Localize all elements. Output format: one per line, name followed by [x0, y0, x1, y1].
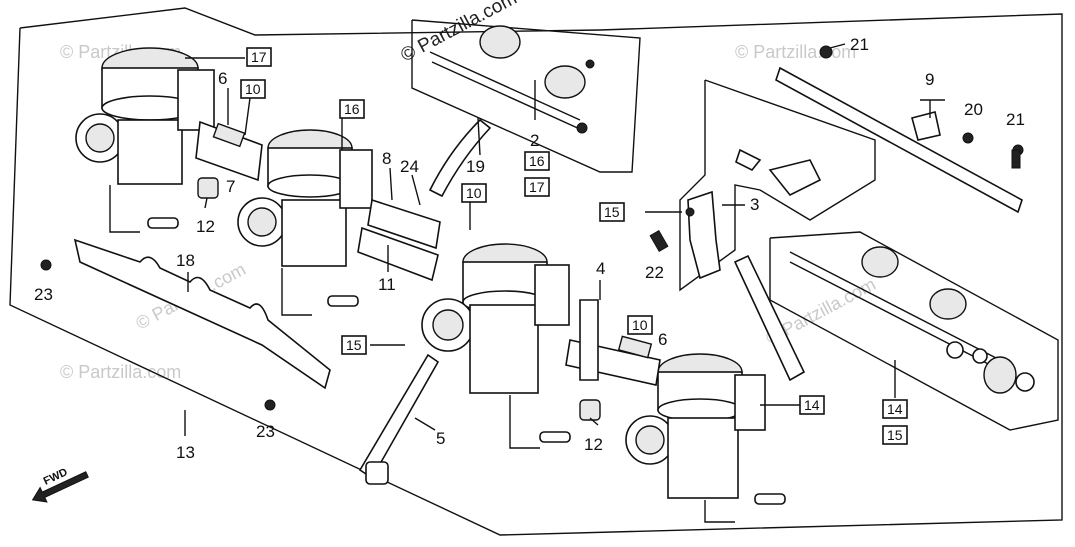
throttle-lever-outline [679, 79, 876, 292]
small-parts [147, 118, 786, 505]
label-12-left: 12 [196, 217, 215, 236]
boxed-label-14-carb: 14 [799, 395, 825, 415]
svg-text:15: 15 [604, 204, 620, 220]
boxed-label-10-mid: 10 [461, 183, 487, 203]
boxed-label-16-right: 16 [524, 151, 550, 171]
svg-text:14: 14 [804, 397, 820, 413]
svg-text:16: 16 [344, 101, 360, 117]
right-linkage-plate [789, 246, 1035, 394]
boxed-label-15-right: 15 [882, 425, 908, 445]
carburetor-3 [421, 243, 570, 449]
label-20: 20 [964, 100, 983, 119]
svg-text:16: 16 [529, 153, 545, 169]
boxed-label-15-top: 15 [599, 202, 625, 222]
label-22: 22 [645, 263, 664, 282]
boxed-label-16-left: 16 [339, 99, 365, 119]
label-13: 13 [176, 443, 195, 462]
svg-text:15: 15 [346, 337, 362, 353]
label-11: 11 [378, 275, 396, 294]
boxed-label-10-top: 10 [240, 79, 266, 99]
svg-text:10: 10 [245, 81, 261, 97]
label-6-bottom: 6 [658, 330, 667, 349]
label-7: 7 [226, 177, 235, 196]
svg-text:14: 14 [887, 401, 903, 417]
carburetor-2 [237, 129, 373, 316]
label-24: 24 [400, 157, 419, 176]
label-9: 9 [925, 70, 934, 89]
label-23-left: 23 [34, 285, 53, 304]
svg-text:17: 17 [529, 179, 545, 195]
label-5: 5 [436, 429, 445, 448]
label-21-right: 21 [1006, 110, 1025, 129]
svg-text:10: 10 [466, 185, 482, 201]
label-18: 18 [176, 251, 195, 270]
label-8: 8 [382, 149, 391, 168]
carburetor-4 [625, 353, 766, 523]
linkage-bar-right [775, 45, 1024, 214]
watermark-bottom-left: © Partzilla.com [60, 362, 181, 382]
assembly-outline [9, 7, 1063, 536]
label-2: 2 [530, 131, 539, 150]
svg-text:17: 17 [251, 49, 267, 65]
link-rod [733, 254, 806, 382]
boxed-label-15-left: 15 [341, 335, 367, 355]
linkage-bar-upper [429, 25, 595, 134]
throttle-lever [685, 148, 822, 280]
label-12-right: 12 [584, 435, 603, 454]
label-19: 19 [466, 157, 485, 176]
svg-text:10: 10 [632, 317, 648, 333]
watermark-top-right: © Partzilla.com [735, 42, 856, 62]
label-21-top: 21 [850, 35, 869, 54]
linkage-group-outline [411, 19, 641, 173]
label-23-bottom: 23 [256, 422, 275, 441]
label-6-top: 6 [218, 69, 227, 88]
bolts [40, 149, 1021, 411]
label-4: 4 [596, 259, 605, 278]
label-3: 3 [750, 195, 759, 214]
boxed-label-10-bottom: 10 [627, 315, 653, 335]
fuel-bracket [73, 238, 331, 390]
boxed-label-17-top: 17 [246, 47, 272, 67]
boxed-label-17-right: 17 [524, 177, 550, 197]
svg-text:15: 15 [887, 427, 903, 443]
connector-plates [195, 120, 661, 386]
boxed-label-14-right: 14 [882, 399, 908, 419]
carburetor-1 [75, 47, 215, 233]
forward-arrow-icon: FWD [31, 466, 89, 503]
